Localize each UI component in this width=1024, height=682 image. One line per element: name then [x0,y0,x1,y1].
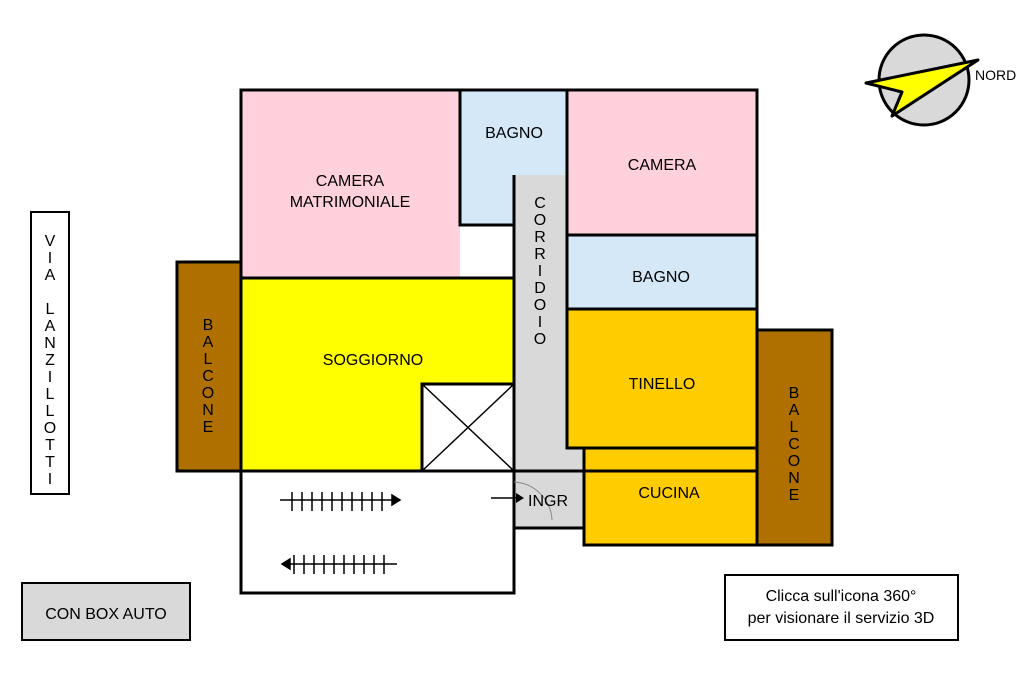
label-camera: CAMERA [628,157,697,174]
label-cucina: CUCINA [638,485,700,502]
svg-text:L: L [46,386,55,403]
svg-text:T: T [45,437,55,454]
svg-text:A: A [203,334,214,351]
svg-text:L: L [46,403,55,420]
label-ingresso: INGR [528,493,568,510]
stairs-arrow-down [280,555,397,574]
info-line-1: Clicca sull'icona 360° [766,588,917,605]
svg-text:V: V [45,233,56,250]
label-camera-matrimoniale-1: CAMERA [316,173,385,190]
svg-text:L: L [204,351,213,368]
svg-text:E: E [203,419,214,436]
label-street: V I A L A N Z I L L O T T I [44,233,56,488]
svg-text:L: L [790,419,799,436]
svg-text:I: I [48,250,52,267]
room-camera-matrimoniale [241,90,460,278]
svg-text:I: I [538,314,542,331]
info-box [724,574,959,641]
svg-text:B: B [789,385,800,402]
svg-text:C: C [788,436,800,453]
room-camera [567,90,757,235]
street-box [30,211,70,495]
svg-text:O: O [44,420,56,437]
compass-icon [864,33,980,127]
svg-text:R: R [534,246,546,263]
box-auto-badge [21,582,191,641]
compass-label: NORD [975,67,1016,83]
svg-text:T: T [45,454,55,471]
svg-text:I: I [48,369,52,386]
svg-text:O: O [534,331,546,348]
svg-text:Z: Z [45,352,55,369]
stairs-arrow-up [280,492,402,511]
svg-text:B: B [203,317,214,334]
label-bagno-2: BAGNO [632,269,690,286]
svg-text:I: I [48,471,52,488]
room-bagno-2 [567,235,757,309]
label-corridoio: C O R R I D O I O [534,195,546,348]
svg-text:A: A [45,267,56,284]
svg-text:D: D [534,280,546,297]
stairwell [239,469,516,595]
svg-text:I: I [538,263,542,280]
room-corridoio-ext [514,448,584,528]
svg-text:A: A [789,402,800,419]
svg-text:A: A [45,318,56,335]
svg-text:O: O [534,297,546,314]
box-auto-label: CON BOX AUTO [45,606,167,623]
svg-text:C: C [534,195,546,212]
svg-text:N: N [202,402,214,419]
svg-text:O: O [788,453,800,470]
label-bagno-1: BAGNO [485,125,543,142]
svg-text:N: N [788,470,800,487]
label-tinello: TINELLO [629,376,696,393]
svg-text:O: O [534,212,546,229]
svg-text:R: R [534,229,546,246]
room-cucina [582,446,759,547]
svg-text:L: L [46,301,55,318]
label-balcone-right: B A L C O N E [788,385,800,504]
room-tinello [567,309,757,448]
svg-text:E: E [789,487,800,504]
svg-text:N: N [44,335,56,352]
label-camera-matrimoniale-2: MATRIMONIALE [290,194,411,211]
label-soggiorno: SOGGIORNO [323,352,423,369]
svg-text:O: O [202,385,214,402]
entrance-arrow [491,493,524,503]
label-balcone-left: B A L C O N E [202,317,214,436]
balcone-left [175,260,243,473]
balcone-right [755,328,834,547]
info-line-2: per visionare il servizio 3D [748,610,935,627]
svg-text:C: C [202,368,214,385]
